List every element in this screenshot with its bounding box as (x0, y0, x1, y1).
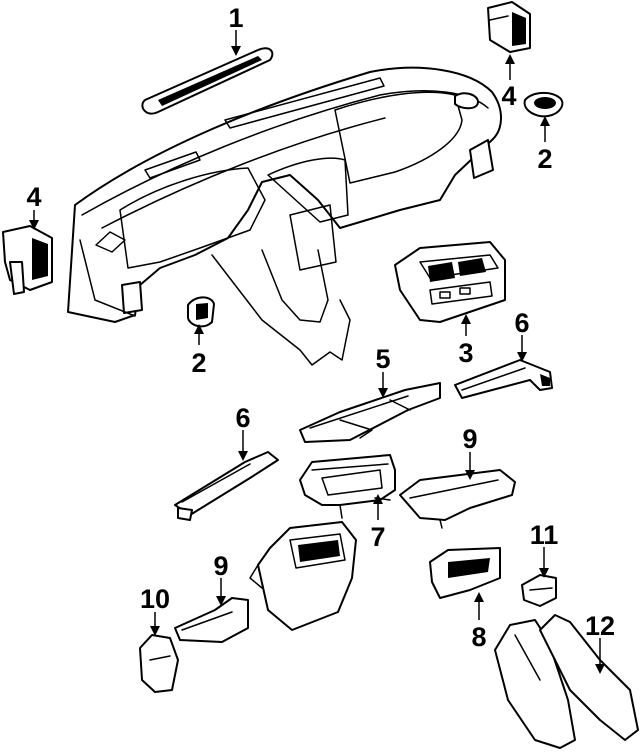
leader-lines (29, 30, 605, 674)
part-4-side-vent-right (487, 1, 531, 53)
part-1-defroster-grille (141, 47, 274, 115)
callout-3: 3 (458, 338, 473, 368)
callout-5: 5 (375, 344, 390, 374)
callout-1: 1 (228, 3, 243, 33)
part-2-lower-vent-left (187, 296, 215, 328)
callout-7: 7 (370, 522, 385, 552)
part-9-floor-duct-left (174, 597, 249, 643)
callout-4-right: 4 (501, 81, 516, 111)
callout-6-right: 6 (514, 308, 529, 338)
part-6-duct-right (454, 359, 553, 399)
part-11-clip (521, 574, 557, 607)
blower-case (249, 521, 357, 631)
part-8-lower-vent (429, 547, 501, 599)
callout-9-left: 9 (213, 551, 228, 581)
part-5-center-duct (299, 382, 441, 443)
instrument-panel (67, 66, 502, 366)
callout-11: 11 (530, 520, 559, 550)
callout-2-right: 2 (537, 144, 552, 174)
part-6-duct-left (174, 451, 279, 521)
part-7-air-box (299, 454, 396, 519)
callout-2-left: 2 (191, 348, 206, 378)
callout-12: 12 (585, 611, 615, 641)
callout-8: 8 (471, 622, 486, 652)
callout-6-left: 6 (235, 403, 250, 433)
callout-10: 10 (140, 584, 170, 614)
part-10-duct-outlet (139, 634, 179, 693)
part-12-side-covers (494, 614, 639, 749)
part-2-round-vent-right (523, 92, 564, 118)
callout-numbers: 1 4 2 4 2 3 6 5 6 9 7 9 10 8 11 12 (26, 3, 615, 652)
part-9-rear-duct-right (399, 469, 516, 529)
part-3-center-register (394, 241, 506, 323)
callout-9-right: 9 (462, 424, 477, 454)
part-4-side-vent-left (2, 225, 53, 295)
callout-4-left: 4 (26, 182, 41, 212)
